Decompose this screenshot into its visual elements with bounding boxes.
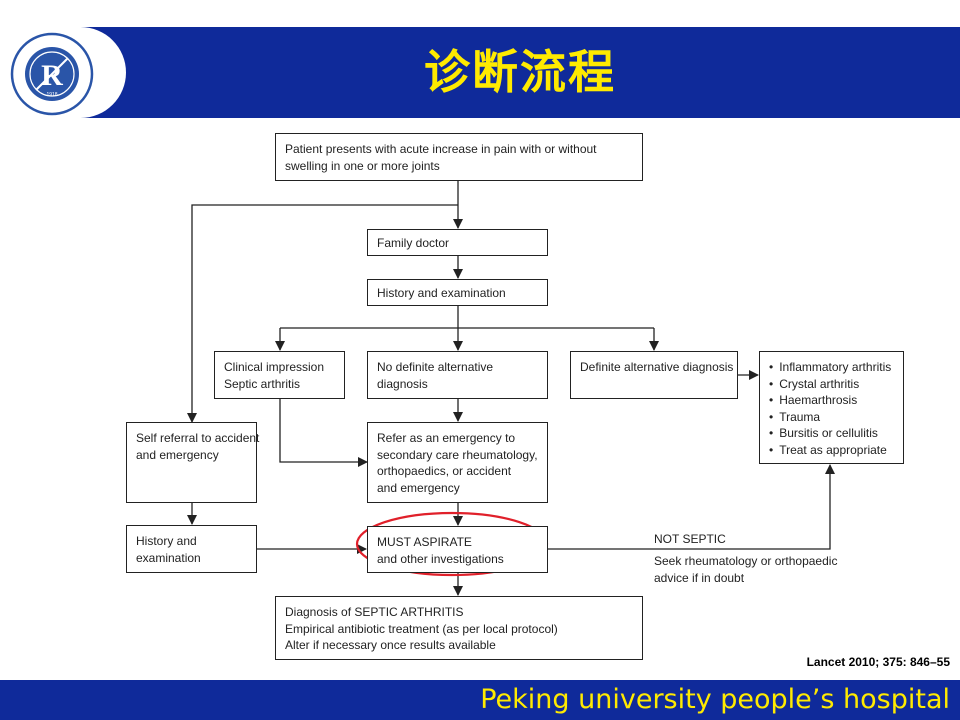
must-aspirate-line-1: MUST ASPIRATE xyxy=(377,535,472,549)
diagnosis-line-2: Empirical antibiotic treatment (as per l… xyxy=(285,621,558,636)
clinical-impression-box: Clinical impression Septic arthritis xyxy=(214,351,345,399)
no-definite-box: No definite alternative diagnosis xyxy=(367,351,548,399)
alternative-item: Inflammatory arthritis xyxy=(769,359,894,376)
citation: Lancet 2010; 375: 846–55 xyxy=(806,655,950,669)
no-definite-line-1: No definite alternative xyxy=(377,360,494,374)
arrow-start-to-self-referral xyxy=(187,204,458,423)
page-title: 诊断流程 xyxy=(424,45,616,99)
alternative-item: Haemarthrosis xyxy=(769,392,894,409)
must-aspirate-line-2: and other investigations xyxy=(377,551,504,566)
self-referral-line-2: and emergency xyxy=(136,447,219,462)
definite-alternative-label: Definite alternative diagnosis xyxy=(580,360,734,374)
diagnosis-box: Diagnosis of SEPTIC ARTHRITIS Empirical … xyxy=(275,596,643,660)
history-exam-left-box: History and examination xyxy=(126,525,257,573)
refer-line-4: and emergency xyxy=(377,480,460,495)
clinical-line-2: Septic arthritis xyxy=(224,376,301,391)
family-doctor-box: Family doctor xyxy=(367,229,548,256)
diagnosis-line-1: Diagnosis of SEPTIC ARTHRITIS xyxy=(285,605,464,619)
history-left-line-1: History and xyxy=(136,534,197,548)
refer-line-1: Refer as an emergency to xyxy=(377,431,516,445)
arrow-not-septic-to-alternatives xyxy=(548,464,835,550)
alternative-item: Bursitis or cellulitis xyxy=(769,425,894,442)
header-bar xyxy=(0,27,960,118)
arrow-clinical-to-refer xyxy=(279,399,368,467)
footer-text: Peking university people’s hospital xyxy=(480,684,950,715)
start-line-1: Patient presents with acute increase in … xyxy=(285,142,597,156)
svg-text:1918: 1918 xyxy=(46,92,57,98)
alternatives-box: Inflammatory arthritis Crystal arthritis… xyxy=(759,351,904,464)
diagnosis-line-3: Alter if necessary once results availabl… xyxy=(285,638,496,652)
start-box: Patient presents with acute increase in … xyxy=(275,133,643,181)
start-line-2: swelling in one or more joints xyxy=(285,158,440,173)
seek-advice-line-2: advice if in doubt xyxy=(654,570,745,585)
footer-bar: Peking university people’s hospital xyxy=(0,680,960,720)
alternative-item: Treat as appropriate xyxy=(769,442,894,459)
seek-advice-line-1: Seek rheumatology or orthopaedic xyxy=(654,554,838,568)
self-referral-line-1: Self referral to accident xyxy=(136,431,260,445)
not-septic-label: NOT SEPTIC xyxy=(654,532,726,546)
refer-line-3: orthopaedics, or accident xyxy=(377,464,512,478)
hospital-logo: R 1918 xyxy=(10,32,94,116)
definite-alternative-box: Definite alternative diagnosis xyxy=(570,351,738,399)
alternative-item: Trauma xyxy=(769,409,894,426)
self-referral-box: Self referral to accident and emergency xyxy=(126,422,260,503)
refer-line-2: secondary care rheumatology, xyxy=(377,447,538,462)
history-left-line-2: examination xyxy=(136,550,201,565)
refer-emergency-box: Refer as an emergency to secondary care … xyxy=(367,422,548,503)
history-exam-top-box: History and examination xyxy=(367,279,548,306)
alternative-item: Crystal arthritis xyxy=(769,376,894,393)
no-definite-line-2: diagnosis xyxy=(377,376,428,391)
must-aspirate-box: MUST ASPIRATE and other investigations xyxy=(367,526,548,573)
family-doctor-label: Family doctor xyxy=(377,236,450,250)
clinical-line-1: Clinical impression xyxy=(224,360,325,374)
history-exam-top-label: History and examination xyxy=(377,286,506,300)
seek-advice-text: Seek rheumatology or orthopaedic advice … xyxy=(654,553,837,586)
